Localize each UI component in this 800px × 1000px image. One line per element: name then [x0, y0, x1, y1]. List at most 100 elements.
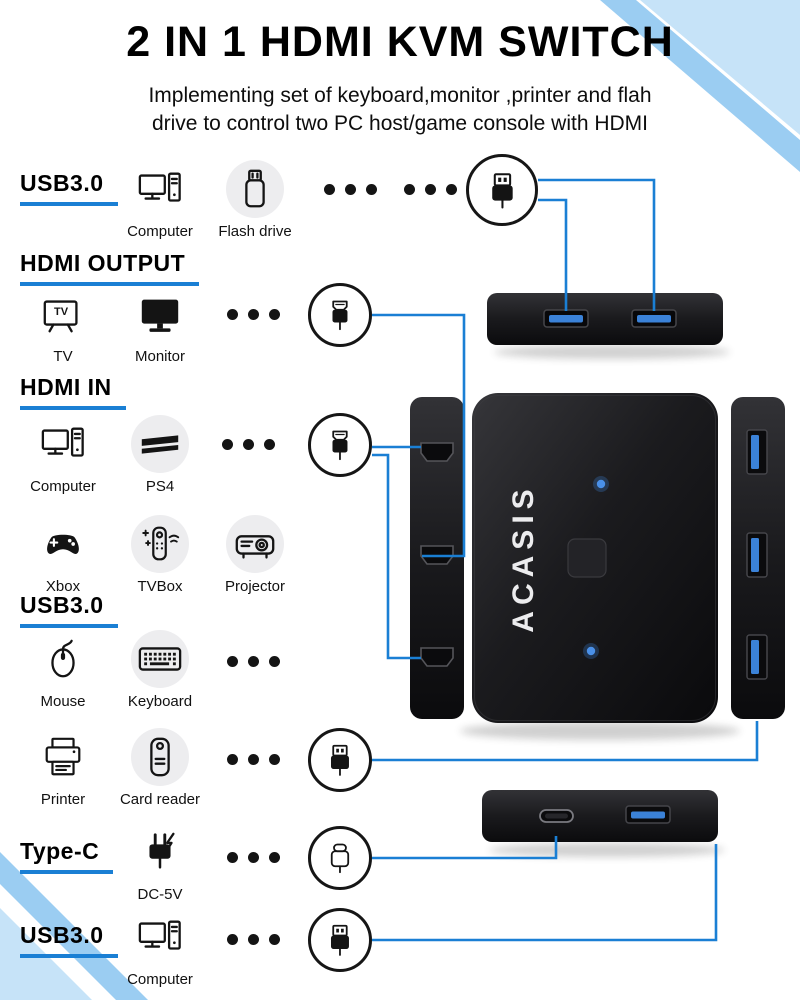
kvm-bottom-bar-body: [482, 790, 718, 842]
printer-icon: [40, 734, 86, 780]
icon-caption: Card reader: [119, 791, 201, 808]
section-label-usb3-mid: USB3.0: [20, 592, 118, 628]
tvbox-icon: [137, 521, 183, 567]
usb-plug-icon: [482, 170, 523, 211]
mouse-icon: [40, 636, 86, 682]
hdmi-port: [420, 647, 454, 667]
kvm-bottom-view: [482, 790, 718, 842]
usb-plug-icon: [322, 922, 358, 958]
power-led: [586, 646, 596, 656]
power-led: [596, 479, 606, 489]
dot: [269, 309, 280, 320]
connection-line-hdmi-in-2: [372, 453, 421, 660]
dot: [446, 184, 457, 195]
icon-caption: Xbox: [45, 578, 81, 595]
connection-line-usb-bottom: [372, 844, 718, 942]
dot: [269, 852, 280, 863]
ellipsis-dots: [227, 754, 280, 765]
usb3-port-tongue: [631, 811, 665, 819]
icon-caption: DC-5V: [137, 886, 183, 903]
switch-button[interactable]: [567, 538, 607, 578]
section-label-type-c: Type-C: [20, 838, 114, 874]
icon-caption: Computer: [127, 223, 193, 240]
icon-caption: Projector: [224, 578, 286, 595]
icon-caption: TVBox: [137, 578, 183, 595]
kvm-main-device: ACASIS: [472, 393, 718, 723]
shadow: [460, 722, 740, 740]
tv-icon: [40, 291, 86, 337]
usb3-port-tongue: [751, 435, 759, 469]
usb3-port-tongue: [637, 315, 671, 323]
connection-line-usb-top-1: [538, 178, 656, 311]
dc-plug-icon: [137, 829, 183, 875]
dot: [248, 754, 259, 765]
dot: [227, 309, 238, 320]
dot: [269, 934, 280, 945]
ps4-icon: [137, 421, 183, 467]
flash-drive-icon: [232, 166, 278, 212]
dot: [227, 934, 238, 945]
usb3-port-tongue: [549, 315, 583, 323]
type-c-connector-circle: [308, 826, 372, 890]
section-label-hdmi-in: HDMI IN: [20, 374, 126, 410]
dot: [227, 754, 238, 765]
connection-line-type-c: [372, 836, 558, 860]
usb-connector-circle: [308, 728, 372, 792]
device-ps4: PS4: [110, 415, 210, 495]
dot: [222, 439, 233, 450]
dot: [324, 184, 335, 195]
corner-decoration-top-right: [600, 0, 800, 172]
section-label-usb3-bottom: USB3.0: [20, 922, 118, 958]
brand-logo: ACASIS: [507, 483, 540, 632]
dot: [248, 934, 259, 945]
subtitle-line-1: Implementing set of keyboard,monitor ,pr…: [148, 84, 652, 107]
xbox-icon: [40, 521, 86, 567]
ellipsis-dots: [227, 309, 280, 320]
dot: [243, 439, 254, 450]
corner-decoration-top-right-fill: [640, 0, 800, 135]
icon-caption: Monitor: [134, 348, 186, 365]
subtitle-line-2: drive to control two PC host/game consol…: [151, 111, 649, 135]
ellipsis-dots: [227, 852, 280, 863]
device-dc-power: DC-5V: [110, 823, 210, 903]
monitor-icon: [137, 291, 183, 337]
connection-line-usb-devices: [372, 721, 759, 762]
hdmi-plug-icon: [322, 427, 358, 463]
corner-decoration-bottom-left: [0, 852, 148, 1000]
kvm-main-edge: [474, 395, 716, 721]
usb3-port-tongue: [751, 640, 759, 674]
device-card-reader: Card reader: [110, 728, 210, 808]
dot: [248, 309, 259, 320]
projector-icon: [232, 521, 278, 567]
icon-caption: Printer: [40, 791, 86, 808]
device-monitor: Monitor: [110, 285, 210, 365]
hdmi-connector-circle: [308, 413, 372, 477]
icon-caption: Keyboard: [127, 693, 193, 710]
computer-icon: [40, 421, 86, 467]
icon-caption: Mouse: [40, 693, 86, 710]
icon-caption: Flash drive: [218, 223, 292, 240]
subtitle: Implementing set of keyboard,monitor ,pr…: [0, 82, 800, 137]
ellipsis-dots: [227, 934, 280, 945]
kvm-top-view: [487, 293, 723, 345]
dot: [227, 852, 238, 863]
connection-line-usb-top-2: [538, 198, 568, 311]
device-tvbox: TVBox: [110, 515, 210, 595]
icon-caption: Computer: [127, 971, 193, 988]
section-label-usb3-top: USB3.0: [20, 170, 118, 206]
shadow: [489, 843, 725, 857]
type-c-port-inner: [545, 813, 568, 819]
keyboard-icon: [137, 636, 183, 682]
dot: [248, 852, 259, 863]
device-xbox: Xbox: [13, 515, 113, 595]
hdmi-connector-circle: [308, 283, 372, 347]
dot: [248, 656, 259, 667]
section-label-hdmi-output: HDMI OUTPUT: [20, 250, 200, 286]
usb-connector-circle: [466, 154, 538, 226]
kvm-top-bar-body: [487, 293, 723, 345]
dot: [269, 656, 280, 667]
ellipsis-dots: [324, 184, 377, 195]
icon-caption: TV: [53, 348, 73, 365]
